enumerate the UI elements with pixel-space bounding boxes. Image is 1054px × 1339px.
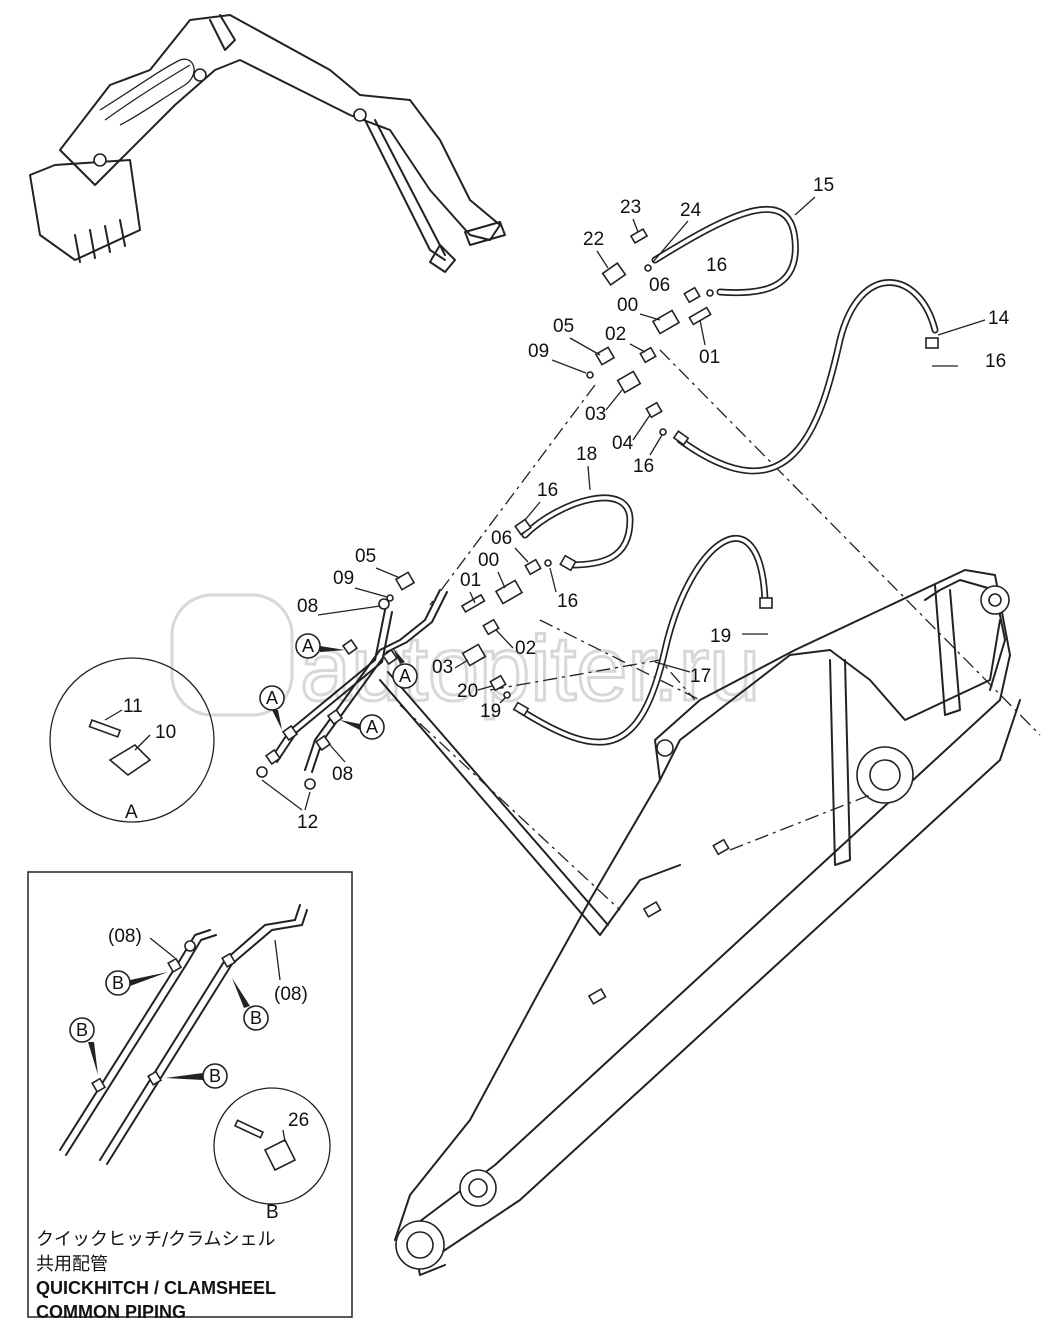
label-24: 24: [680, 200, 702, 221]
label-04: 04: [612, 433, 634, 454]
label-16-a: 16: [706, 255, 727, 276]
label-02-a: 02: [605, 324, 626, 345]
svg-text:B: B: [112, 973, 124, 993]
fittings-lower: [386, 518, 773, 717]
inset-note-jp-1: クイックヒッチ/クラムシェル: [36, 1229, 276, 1250]
label-03-b: 03: [432, 657, 453, 678]
pipes-08: [256, 589, 448, 811]
label-09-a: 09: [528, 341, 549, 362]
part-labels: 15 23 24 22 16 06 00 14 05 02 01 09 16 0…: [297, 175, 1010, 833]
label-02-b: 02: [515, 638, 536, 659]
label-08-b: 08: [332, 764, 353, 785]
label-19-a: 19: [710, 626, 731, 647]
detail-b-title: B: [266, 1202, 279, 1223]
inset-box: (08) (08) B B B B 26: [27, 871, 353, 1322]
svg-text:B: B: [209, 1066, 221, 1086]
label-10: 10: [155, 722, 176, 743]
hose-18: [521, 494, 634, 569]
label-20: 20: [457, 681, 478, 702]
detail-a: 11 10 A: [49, 657, 215, 823]
label-09-b: 09: [333, 568, 354, 589]
label-19-b: 19: [480, 701, 501, 722]
marker-b4: B: [165, 1063, 228, 1089]
marker-b2: B: [232, 978, 269, 1031]
hose-15: [651, 206, 799, 297]
inset-note-en-2: COMMON PIPING: [36, 1302, 186, 1322]
label-16-b: 16: [985, 351, 1006, 372]
label-22: 22: [583, 229, 604, 250]
inset-ref-left: (08): [108, 926, 142, 947]
label-03-a: 03: [585, 404, 606, 425]
inset-note-jp-2: 共用配管: [36, 1254, 108, 1275]
label-16-c: 16: [633, 456, 654, 477]
arm-assembly: [394, 569, 1021, 1276]
label-15: 15: [813, 175, 834, 196]
label-05-a: 05: [553, 316, 574, 337]
fittings-upper: [586, 227, 958, 446]
label-01-b: 01: [460, 570, 481, 591]
label-17: 17: [690, 666, 711, 687]
label-06-a: 06: [649, 275, 670, 296]
svg-text:A: A: [302, 636, 314, 656]
label-01-a: 01: [699, 347, 720, 368]
label-05-b: 05: [355, 546, 376, 567]
label-14: 14: [988, 308, 1010, 329]
label-16-d: 16: [537, 480, 558, 501]
marker-a1: A: [295, 633, 345, 659]
hose-17: [516, 534, 769, 746]
marker-b3: B: [69, 1017, 98, 1075]
label-00-b: 00: [478, 550, 499, 571]
label-16-e: 16: [557, 591, 578, 612]
label-08-a: 08: [297, 596, 318, 617]
label-26: 26: [288, 1110, 309, 1131]
svg-text:A: A: [399, 666, 411, 686]
inset-note-en-1: QUICKHITCH / CLAMSHEEL: [36, 1278, 276, 1298]
excavator-overview: [29, 14, 506, 273]
svg-text:B: B: [250, 1008, 262, 1028]
svg-text:A: A: [266, 688, 278, 708]
marker-a3: A: [259, 685, 285, 730]
svg-text:B: B: [76, 1020, 88, 1040]
marker-a2: A: [392, 648, 418, 689]
label-11: 11: [123, 696, 143, 717]
detail-b: 26 B: [213, 1087, 331, 1223]
marker-a4: A: [340, 714, 385, 740]
label-06-b: 06: [491, 528, 512, 549]
hose-14: [676, 279, 939, 475]
label-12: 12: [297, 812, 318, 833]
arm-pipe: [379, 671, 681, 936]
marker-b1: B: [105, 970, 168, 996]
label-18: 18: [576, 444, 597, 465]
svg-text:A: A: [366, 717, 378, 737]
label-00-a: 00: [617, 295, 638, 316]
inset-ref-right: (08): [274, 984, 308, 1005]
detail-a-title: A: [125, 802, 138, 823]
label-23: 23: [620, 197, 641, 218]
